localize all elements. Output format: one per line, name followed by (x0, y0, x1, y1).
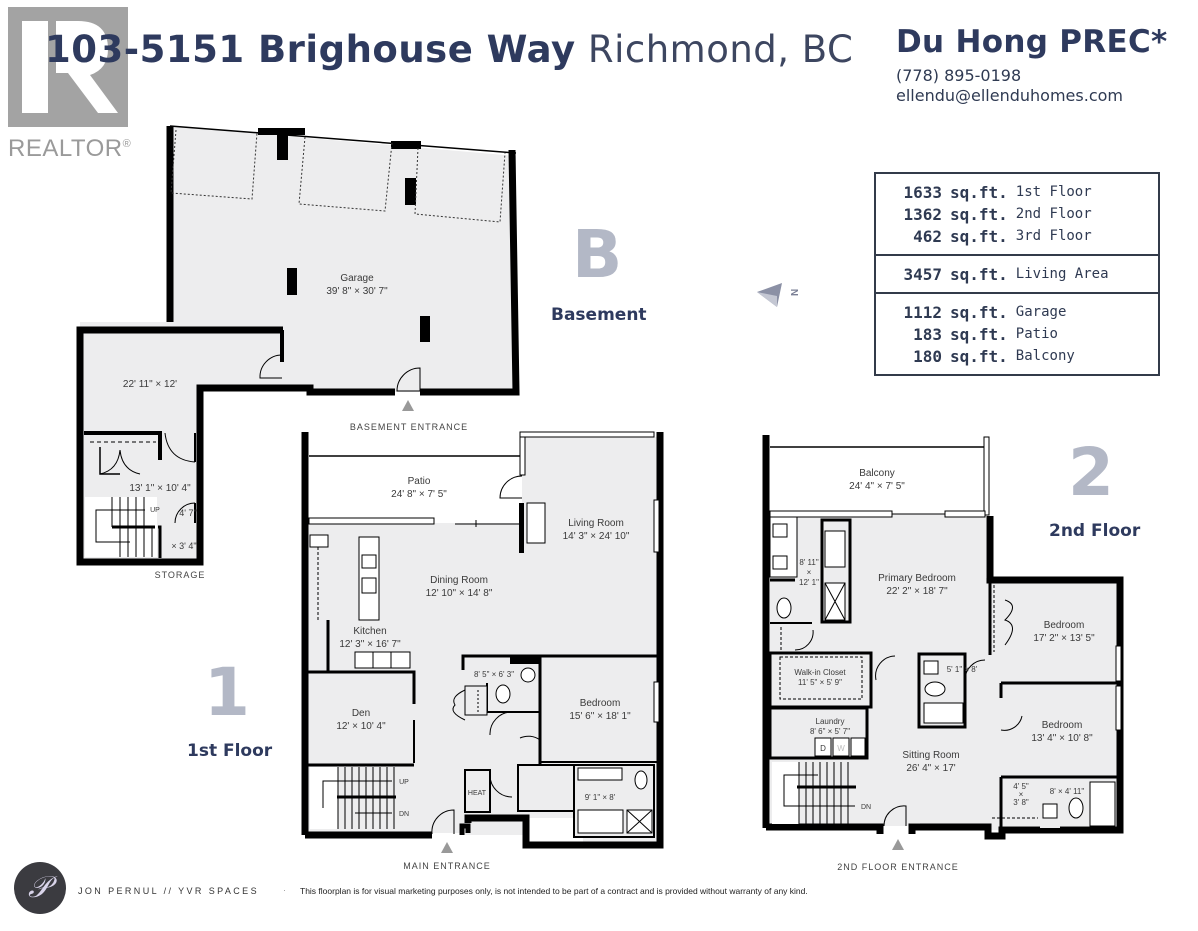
svg-text:5' 1" × 8': 5' 1" × 8' (947, 665, 978, 674)
svg-text:8' 5" × 6' 3": 8' 5" × 6' 3" (474, 670, 514, 679)
svg-text:13' 4" × 10' 8": 13' 4" × 10' 8" (1031, 733, 1093, 744)
agent-phone[interactable]: (778) 895-0198 (896, 66, 1022, 85)
svg-text:24' 8" × 7' 5": 24' 8" × 7' 5" (391, 489, 447, 500)
second-floor-letter: 2 (1068, 434, 1114, 511)
svg-text:12' 3" × 16' 7": 12' 3" × 16' 7" (339, 639, 401, 650)
svg-text:DN: DN (399, 811, 409, 818)
svg-text:14' 3" × 24' 10": 14' 3" × 24' 10" (563, 531, 630, 542)
svg-text:Bedroom: Bedroom (1044, 620, 1085, 631)
main-entrance-arrow-icon (441, 842, 453, 853)
svg-text:8' 11": 8' 11" (799, 558, 819, 567)
svg-text:11' 5" × 5' 9": 11' 5" × 5' 9" (798, 678, 842, 687)
svg-text:DN: DN (861, 804, 871, 811)
svg-text:Balcony: Balcony (859, 468, 895, 479)
svg-text:24' 4" × 7' 5": 24' 4" × 7' 5" (849, 481, 905, 492)
svg-text:9' 1" × 8': 9' 1" × 8' (585, 793, 616, 802)
svg-text:3' 8": 3' 8" (1013, 798, 1029, 807)
realtor-wordmark: REALTOR® (8, 135, 132, 162)
svg-text:13' 1" × 10' 4": 13' 1" × 10' 4" (129, 483, 191, 494)
svg-text:Bedroom: Bedroom (1042, 720, 1083, 731)
svg-text:12' 10" × 14' 8": 12' 10" × 14' 8" (426, 588, 493, 599)
realtor-logo: REALTOR® (8, 7, 131, 162)
photographer-logo: 𝒫 (14, 862, 66, 914)
svg-text:Kitchen: Kitchen (353, 626, 386, 637)
agent-info: Du Hong PREC* (778) 895-0198 ellendu@ell… (896, 24, 1168, 106)
svg-text:UP: UP (399, 779, 409, 786)
second-floor-name: 2nd Floor (1049, 521, 1141, 541)
svg-text:N: N (790, 289, 801, 296)
svg-text:Patio: Patio (408, 476, 431, 487)
agent-name: Du Hong PREC* (896, 24, 1168, 60)
svg-text:Dining Room: Dining Room (430, 575, 488, 586)
svg-text:22' 2" × 18' 7": 22' 2" × 18' 7" (886, 586, 948, 597)
svg-text:17' 2" × 13' 5": 17' 2" × 13' 5" (1033, 633, 1095, 644)
svg-text:22' 11" × 12': 22' 11" × 12' (123, 379, 177, 390)
agent-email[interactable]: ellendu@ellenduhomes.com (896, 86, 1123, 105)
svg-text:×: × (807, 568, 812, 577)
basement-entrance-arrow-icon (402, 400, 414, 411)
svg-text:Garage: Garage (340, 273, 374, 284)
svg-text:4' 5": 4' 5" (1013, 782, 1029, 791)
city: Richmond, BC (587, 28, 854, 71)
svg-text:8' × 4' 11": 8' × 4' 11" (1050, 787, 1085, 796)
first-floor-letter: 1 (204, 654, 250, 731)
photographer-brand: JON PERNUL // YVR SPACES (78, 886, 259, 896)
second-floor-entrance-label: 2ND FLOOR ENTRANCE (837, 862, 959, 872)
listing-address: 103-5151 Brighouse Way Richmond, BC (45, 28, 853, 71)
svg-text:8' 6" × 5' 7": 8' 6" × 5' 7" (810, 727, 850, 736)
second-floor-entrance-arrow-icon (892, 839, 904, 850)
svg-text:D: D (820, 744, 826, 753)
north-arrow-icon: N (757, 283, 801, 307)
svg-text:12' × 10' 4": 12' × 10' 4" (336, 721, 386, 732)
svg-text:Sitting Room: Sitting Room (902, 750, 959, 761)
svg-text:Laundry: Laundry (816, 717, 845, 726)
svg-text:26' 4" × 17': 26' 4" × 17' (906, 763, 955, 774)
basement-plan: Garage 39' 8" × 30' 7" 22' 11" × 12' 13'… (76, 125, 520, 580)
svg-text:W: W (837, 744, 845, 753)
main-entrance-label: MAIN ENTRANCE (403, 861, 491, 871)
storage-label: STORAGE (155, 570, 206, 580)
second-floor-plan: D W DN Balcony 24 (762, 435, 1124, 872)
first-floor-name: 1st Floor (187, 741, 273, 761)
first-floor-plan: UP DN HEAT Patio 24' 8" × 7' 5" (301, 431, 664, 871)
street-address: 103-5151 Brighouse Way (45, 28, 576, 71)
footer-separator: · (283, 885, 286, 895)
basement-floor-name: Basement (551, 305, 647, 325)
svg-text:Den: Den (352, 708, 370, 719)
svg-text:HEAT: HEAT (468, 790, 487, 797)
svg-text:4' 7": 4' 7" (179, 508, 196, 518)
svg-text:Walk-in Closet: Walk-in Closet (794, 668, 846, 677)
svg-text:15' 6" × 18' 1": 15' 6" × 18' 1" (569, 711, 631, 722)
svg-text:12' 1": 12' 1" (799, 578, 819, 587)
svg-text:× 3' 4": × 3' 4" (171, 541, 196, 551)
svg-text:39' 8" × 30' 7": 39' 8" × 30' 7" (326, 286, 388, 297)
basement-entrance-label: BASEMENT ENTRANCE (350, 422, 468, 432)
basement-floor-letter: B (572, 216, 623, 293)
svg-text:×: × (1019, 790, 1024, 799)
svg-text:Bedroom: Bedroom (580, 698, 621, 709)
realtor-r-icon (8, 7, 128, 127)
disclaimer: This floorplan is for visual marketing p… (300, 886, 808, 896)
svg-text:Living Room: Living Room (568, 518, 624, 529)
svg-text:Primary Bedroom: Primary Bedroom (878, 573, 956, 584)
svg-text:UP: UP (150, 507, 160, 514)
